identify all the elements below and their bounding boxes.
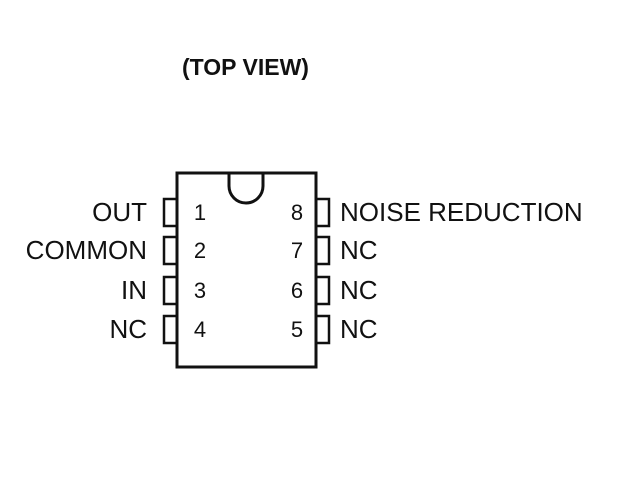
pin-7-name: NC bbox=[340, 235, 378, 265]
pin-7-number: 7 bbox=[290, 238, 304, 263]
pin-2-number: 2 bbox=[193, 238, 207, 263]
pin-1-name: OUT bbox=[92, 197, 147, 227]
package-body bbox=[175, 171, 318, 369]
pin-3-lead bbox=[162, 275, 179, 306]
pin-6-name: NC bbox=[340, 275, 378, 305]
pin-5-lead bbox=[314, 314, 331, 345]
pin-7-lead bbox=[314, 235, 331, 266]
pin-3-number: 3 bbox=[193, 278, 207, 303]
pin-4-name: NC bbox=[109, 314, 147, 344]
pin-6-number: 6 bbox=[290, 278, 304, 303]
pin-5-name: NC bbox=[340, 314, 378, 344]
pin-5-number: 5 bbox=[290, 317, 304, 342]
pin-8-number: 8 bbox=[290, 200, 304, 225]
pin-6-lead bbox=[314, 275, 331, 306]
pin-4-lead bbox=[162, 314, 179, 345]
pin-1-number: 1 bbox=[193, 200, 207, 225]
pin-2-name: COMMON bbox=[25, 235, 147, 265]
pin-1-lead bbox=[162, 197, 179, 228]
pin-8-name: NOISE REDUCTION bbox=[340, 197, 583, 227]
orientation-notch bbox=[227, 174, 265, 205]
pin-2-lead bbox=[162, 235, 179, 266]
pin-3-name: IN bbox=[121, 275, 147, 305]
pin-8-lead bbox=[314, 197, 331, 228]
view-title: (TOP VIEW) bbox=[182, 54, 309, 80]
pin-4-number: 4 bbox=[193, 317, 207, 342]
